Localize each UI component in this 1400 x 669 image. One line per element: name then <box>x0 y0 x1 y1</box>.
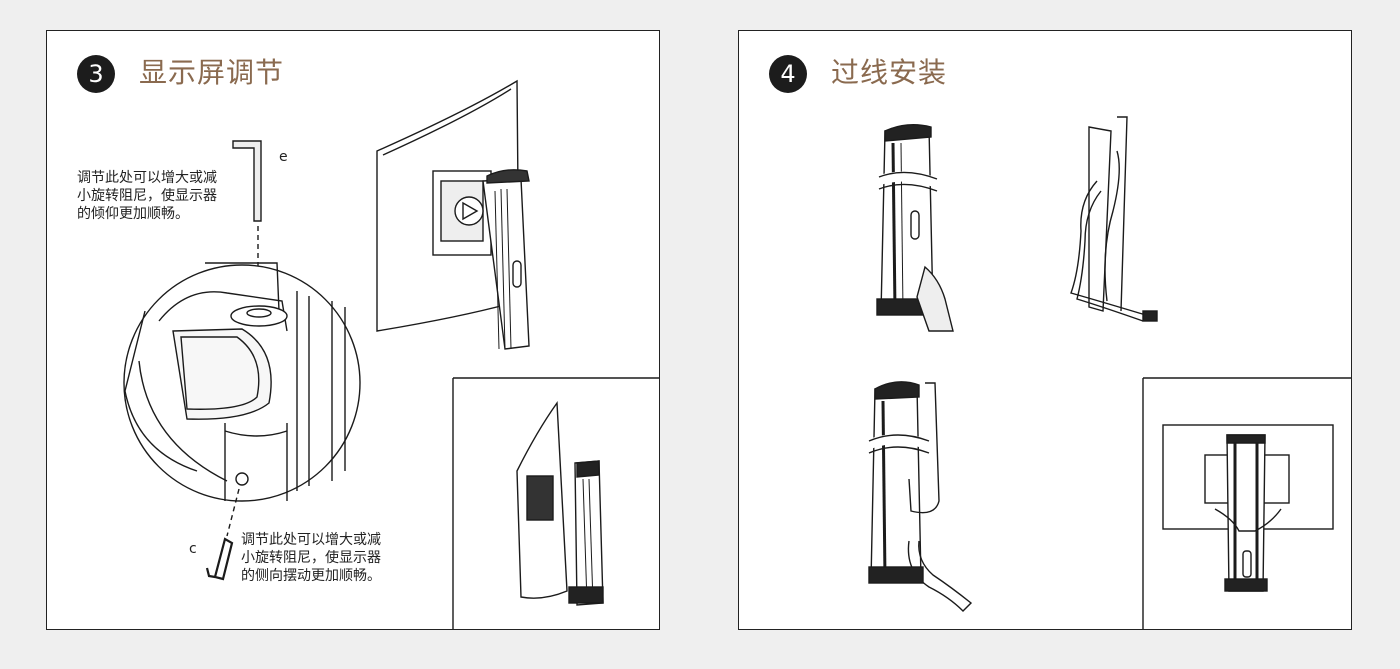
swivel-adjust-note: 调节此处可以增大或减 小旋转阻尼，使显示器 的侧向摆动更加顺畅。 <box>241 532 381 584</box>
step-number-badge: 3 <box>77 55 115 93</box>
step-4-panel: 4 过线安装 <box>738 30 1352 630</box>
monitor-side-view <box>376 79 530 350</box>
cable-threading <box>1070 116 1158 322</box>
step-3-panel: 3 显示屏调节 <box>46 30 660 630</box>
callout-label-e: e <box>279 149 288 165</box>
step-4-illustration <box>865 116 1351 629</box>
step-3-illustration <box>123 79 659 629</box>
stand-cover-open <box>875 124 954 332</box>
hinge-detail-zoom <box>123 262 361 502</box>
callout-label-c: c <box>189 541 197 557</box>
inset-rear-view <box>1142 377 1351 629</box>
step-title: 过线安装 <box>831 56 948 89</box>
step-title: 显示屏调节 <box>139 56 285 89</box>
allen-key-c-icon <box>205 488 240 581</box>
tilt-adjust-note: 调节此处可以增大或减 小旋转阻尼，使显示器 的倾仰更加顺畅。 <box>77 170 217 222</box>
step-number-badge: 4 <box>769 55 807 93</box>
stand-cable-routed <box>865 381 973 612</box>
inset-side-view <box>452 377 659 629</box>
